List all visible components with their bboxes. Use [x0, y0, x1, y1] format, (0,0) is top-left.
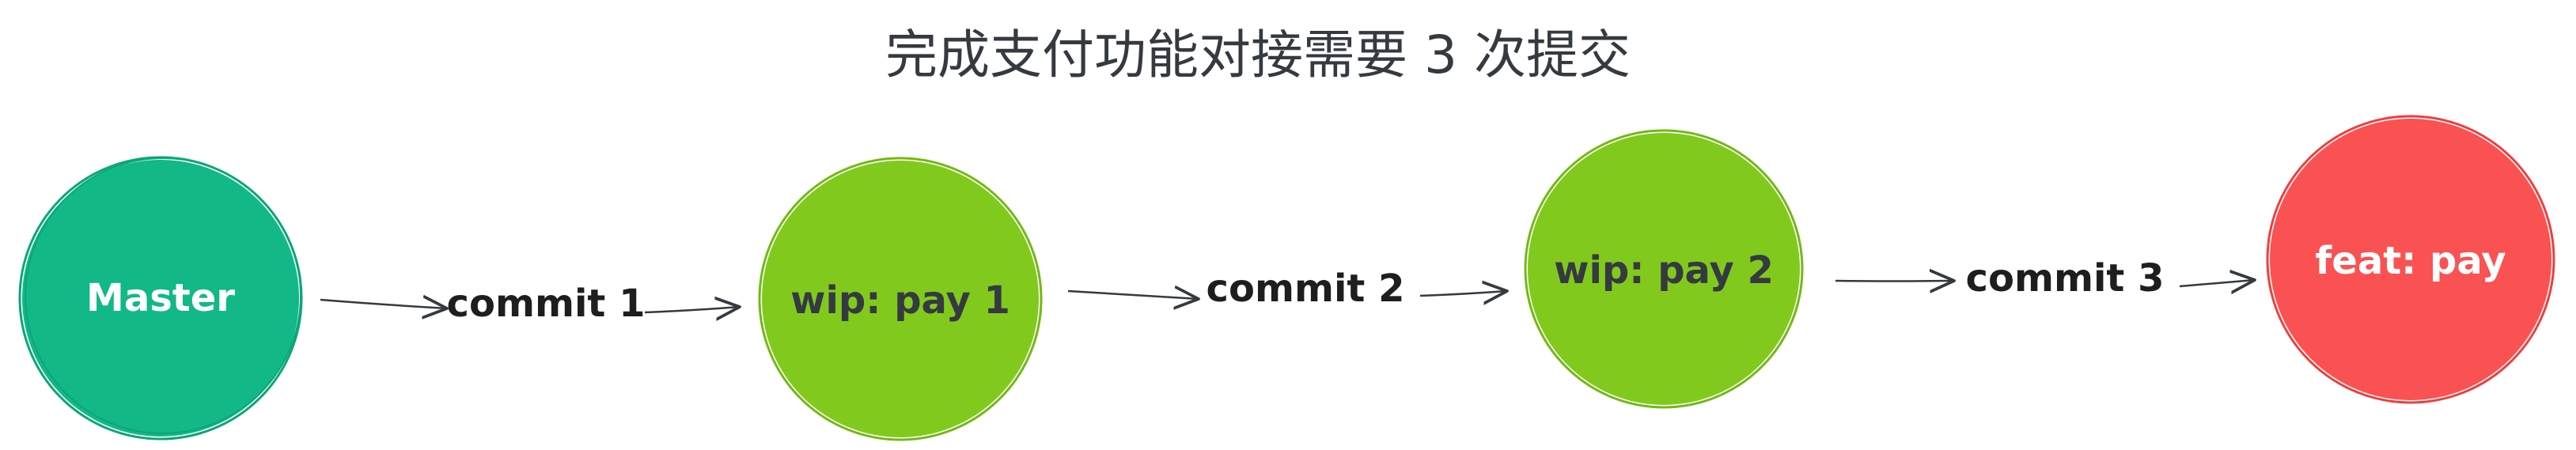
- edge-commit-1-label: commit 1: [447, 282, 646, 326]
- node-master-circle: [22, 160, 299, 437]
- diagram-title: 完成支付功能对接需要 3 次提交: [885, 25, 1631, 85]
- node-wip-pay-2-outline: [1524, 129, 1804, 409]
- edge-commit-2-arrow-a: [1067, 291, 1199, 299]
- edge-commit-1: commit 1: [320, 282, 740, 326]
- node-master: Master: [18, 156, 303, 441]
- node-master-outline: [18, 156, 303, 441]
- node-master-label: Master: [86, 276, 235, 320]
- node-wip-pay-2-label: wip: pay 2: [1554, 248, 1774, 293]
- edge-commit-1-arrow-b: [644, 307, 740, 312]
- edge-commit-3: commit 3: [1835, 256, 2255, 301]
- node-wip-pay-2-circle: [1528, 133, 1800, 405]
- edge-commit-3-arrow-b: [2179, 280, 2255, 286]
- node-feat-pay: feat: pay: [2266, 115, 2555, 404]
- node-wip-pay-1: wip: pay 1: [758, 157, 1043, 441]
- node-feat-pay-circle: [2270, 119, 2551, 400]
- node-master-outline-2: [25, 157, 301, 434]
- node-wip-pay-1-circle: [762, 161, 1039, 437]
- edge-commit-1-arrow-a: [320, 300, 447, 308]
- edge-commit-2-arrow-b: [1419, 291, 1507, 296]
- node-wip-pay-1-label: wip: pay 1: [790, 278, 1010, 323]
- node-wip-pay-1-outline: [758, 157, 1043, 441]
- edge-commit-3-arrow-a: [1835, 281, 1954, 282]
- node-feat-pay-label: feat: pay: [2315, 239, 2506, 283]
- node-feat-pay-outline: [2266, 115, 2555, 404]
- node-wip-pay-2: wip: pay 2: [1524, 129, 1804, 409]
- edge-commit-2: commit 2: [1067, 267, 1507, 311]
- edge-commit-3-label: commit 3: [1966, 256, 2165, 301]
- edge-commit-2-label: commit 2: [1207, 267, 1405, 311]
